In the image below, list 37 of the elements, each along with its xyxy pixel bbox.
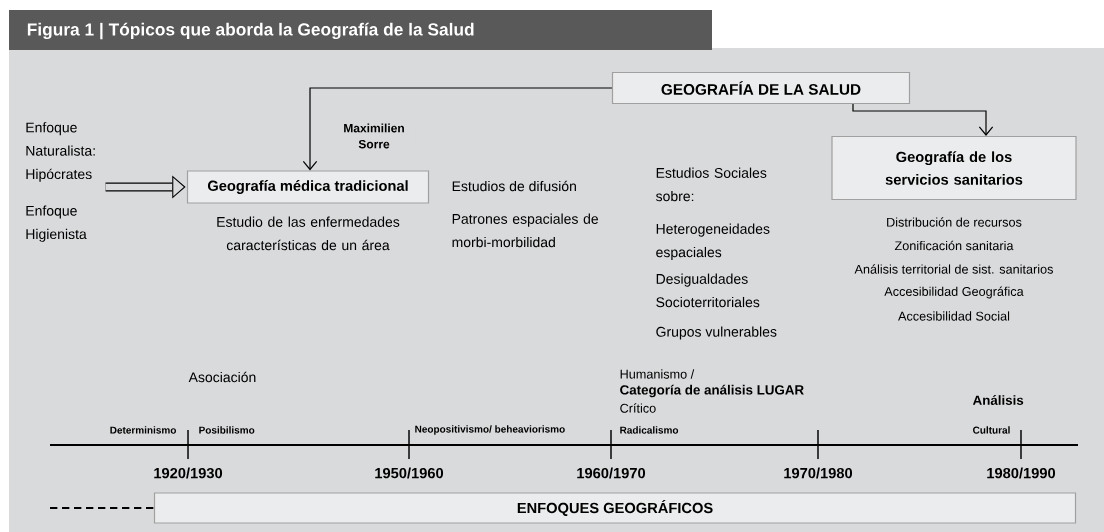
year-label: 1950/1960 [375,467,444,479]
year-label: 1970/1980 [784,467,853,479]
caption-text: Accesibilidad Social [898,311,1010,321]
concept-box: ENFOQUES GEOGRÁFICOS [153,492,1077,524]
topic-text: Categoría de análisis LUGAR [620,384,804,398]
topic-text: Crítico [620,403,656,413]
caption-text: Análisis territorial de sist. sanitarios [854,264,1053,274]
period-label: Cultural [973,426,1010,434]
approach-text: Enfoque Naturalista: Hipócrates Enfoque Higienista [26,122,95,242]
topic-text: Estudios de difusión [452,180,576,192]
period-label: Neopositivismo/ beheaviorismo [415,425,565,435]
concept-box: GEOGRAFÍA DE LA SALUD [611,71,911,105]
concept-box: Geografía médica tradicional [186,170,430,204]
period-label: Posibilismo [199,426,255,434]
topic-text: Patrones espaciales de morbi-morbilidad [452,213,599,248]
year-label: 1960/1970 [577,467,646,479]
arrow [302,87,613,171]
year-label: 1980/1990 [987,467,1056,479]
topic-text: Heterogeneidades espaciales [656,223,770,260]
topic-text: Asociación [188,371,256,383]
period-label: Radicalismo [620,426,679,434]
topic-text: Estudios Sociales sobre: [656,167,767,202]
concept-box: Geografía de los servicios sanitarios [831,135,1077,201]
topic-text: Desigualdades Socioterritoriales [656,273,760,308]
caption-text: Zonificación sanitaria [894,240,1014,251]
title-bar: Figura 1 | Tópicos que aborda la Geografía de la Salud [9,10,712,50]
topic-text: Grupos vulnerables [656,326,777,340]
caption-text: Estudio de las enfermedades características de un área [217,216,400,251]
caption-text: Accesibilidad Geográfica [884,286,1024,299]
connector-line [49,507,155,509]
arrow [852,103,994,136]
caption-text: Distribución de recursos [887,217,1022,227]
topic-text: Análisis [972,395,1024,405]
edge-label: Maximilien Sorre [344,123,404,149]
year-label: 1920/1930 [154,467,223,479]
topic-text: Humanismo / [620,369,695,379]
period-label: Determinismo [110,426,176,434]
